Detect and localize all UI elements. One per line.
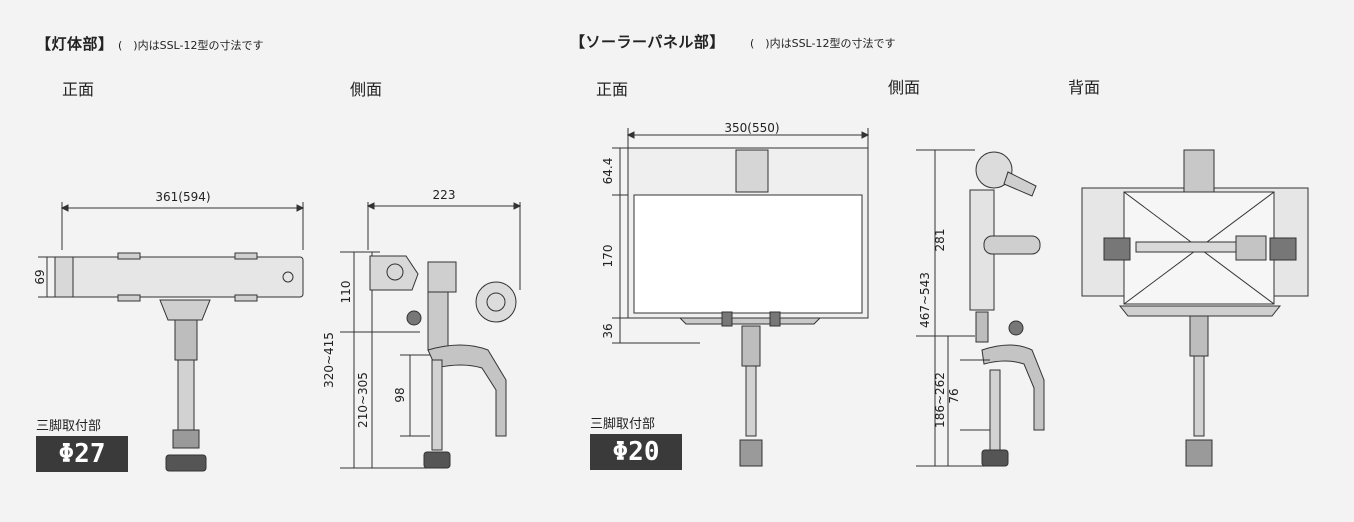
dim-lamp-top-h: 110 xyxy=(339,281,353,304)
lamp-tripod-label: 三脚取付部 xyxy=(36,419,102,434)
solar-side-drawing xyxy=(916,149,1045,467)
dim-solar-lower-h: 186~262 xyxy=(933,372,947,428)
solar-side-label: 側面 xyxy=(888,78,921,97)
dim-solar-total-h: 467~543 xyxy=(918,272,932,328)
dim-lamp-side-width: 223 xyxy=(433,188,456,202)
dim-lamp-clamp-h: 98 xyxy=(393,387,407,402)
solar-section-note: ( )内はSSL-12型の寸法です xyxy=(750,37,896,50)
solar-front-drawing xyxy=(612,128,870,467)
dim-solar-top-h: 64.4 xyxy=(601,158,615,185)
lamp-section-title: 【灯体部】 xyxy=(36,35,114,53)
solar-back-drawing xyxy=(1081,149,1309,467)
lamp-front-label: 正面 xyxy=(62,80,95,99)
dim-solar-bottom-h: 36 xyxy=(601,323,615,338)
dim-solar-panel-h: 170 xyxy=(601,245,615,268)
lamp-side-label: 側面 xyxy=(350,80,383,99)
lamp-side-drawing xyxy=(340,202,522,469)
lamp-tripod-badge: Φ27 xyxy=(36,436,128,472)
lamp-section-note: ( )内はSSL-12型の寸法です xyxy=(118,39,264,52)
dim-lamp-total-h: 320~415 xyxy=(322,332,336,388)
solar-tripod-badge: Φ20 xyxy=(590,434,682,470)
dim-lamp-height: 69 xyxy=(33,269,47,284)
solar-section-title: 【ソーラーパネル部】 xyxy=(570,33,725,51)
solar-tripod-label: 三脚取付部 xyxy=(590,417,656,432)
dim-solar-upper-h: 281 xyxy=(933,229,947,252)
solar-back-label: 背面 xyxy=(1068,78,1101,97)
lamp-front-drawing xyxy=(38,202,305,472)
solar-front-label: 正面 xyxy=(596,80,629,99)
dim-lamp-lower-h: 210~305 xyxy=(356,372,370,428)
dim-solar-clamp-h: 76 xyxy=(947,388,961,403)
dim-lamp-width: 361(594) xyxy=(155,190,210,204)
dim-solar-width: 350(550) xyxy=(724,121,779,135)
